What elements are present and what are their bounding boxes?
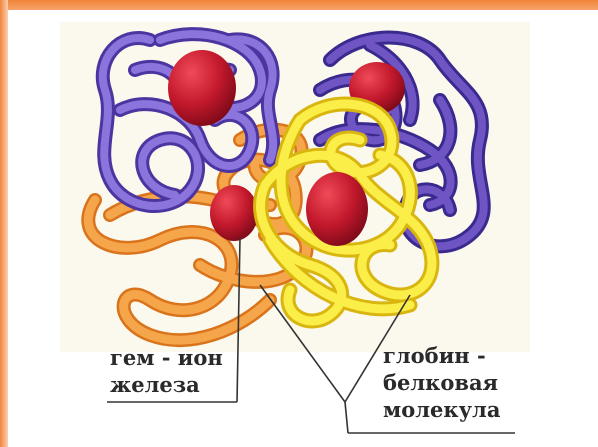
- globin-caption-line-1: глобин -: [383, 342, 500, 369]
- heme-caption-line-1: гем - ион: [110, 344, 223, 371]
- globin-caption-line-2: белковая: [383, 369, 500, 396]
- globin-protein-caption: глобин - белковая молекула: [383, 342, 500, 423]
- heme-group-center: [306, 172, 368, 246]
- heme-iron-caption: гем - ион железа: [110, 344, 223, 398]
- globin-caption-line-3: молекула: [383, 396, 500, 423]
- heme-caption-line-2: железа: [110, 371, 223, 398]
- heme-group-bottom-left: [210, 185, 258, 241]
- heme-group-top-left: [168, 50, 236, 126]
